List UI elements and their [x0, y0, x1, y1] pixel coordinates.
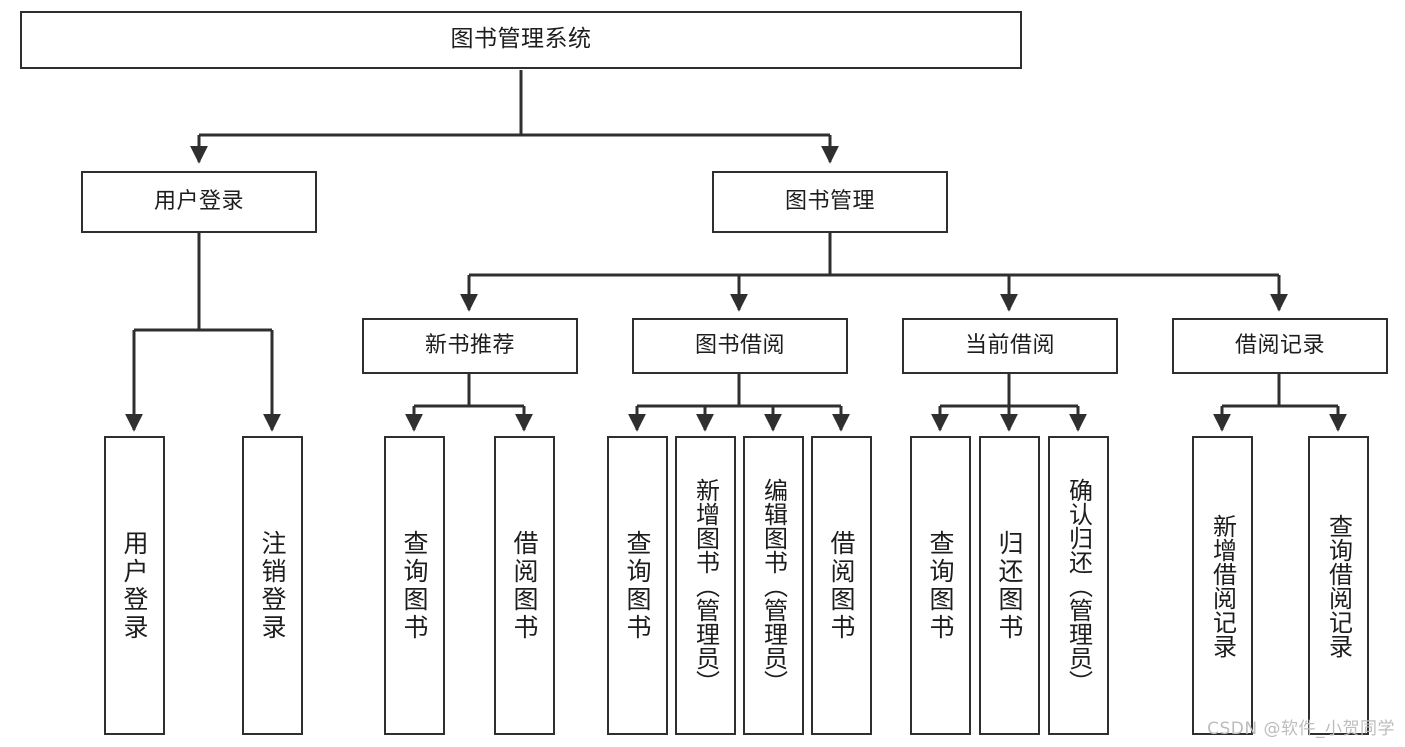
node-label: 图书借阅 — [694, 333, 785, 359]
leaf-confirm-return-admin[interactable]: 确认归还（管理员） — [1048, 436, 1109, 735]
leaf-query-book-borrow[interactable]: 查询图书 — [607, 436, 668, 735]
node-label: 查询图书 — [926, 529, 955, 642]
leaf-return-book[interactable]: 归还图书 — [979, 436, 1040, 735]
node-label: 用户登录 — [153, 189, 244, 215]
node-book-management[interactable]: 图书管理 — [712, 171, 948, 233]
leaf-query-book-recommend[interactable]: 查询图书 — [384, 436, 445, 735]
node-label: 图书管理 — [784, 189, 875, 215]
node-label: 图书管理系统 — [450, 26, 592, 53]
node-label: 新增图书（管理员） — [691, 477, 720, 694]
leaf-add-book-admin[interactable]: 新增图书（管理员） — [675, 436, 736, 735]
node-label: 新书推荐 — [424, 333, 515, 359]
node-label: 确认归还（管理员） — [1064, 477, 1093, 694]
node-user-login[interactable]: 用户登录 — [81, 171, 317, 233]
node-current-borrow[interactable]: 当前借阅 — [902, 318, 1118, 374]
node-new-book-recommend[interactable]: 新书推荐 — [362, 318, 578, 374]
node-label: 借阅图书 — [827, 529, 856, 642]
csdn-watermark: CSDN @软件_小贺同学 — [1207, 719, 1395, 739]
leaf-borrow-book[interactable]: 借阅图书 — [811, 436, 872, 735]
node-label: 新增借阅记录 — [1208, 513, 1237, 658]
leaf-query-book-current[interactable]: 查询图书 — [910, 436, 971, 735]
node-label: 归还图书 — [995, 529, 1024, 642]
node-label: 借阅记录 — [1234, 333, 1325, 359]
leaf-user-login[interactable]: 用户登录 — [104, 436, 165, 735]
node-label: 查询借阅记录 — [1324, 513, 1353, 658]
leaf-borrow-book-recommend[interactable]: 借阅图书 — [494, 436, 555, 735]
node-borrow-record[interactable]: 借阅记录 — [1172, 318, 1388, 374]
node-label: 当前借阅 — [964, 333, 1055, 359]
node-label: 借阅图书 — [510, 529, 539, 642]
node-book-borrow[interactable]: 图书借阅 — [632, 318, 848, 374]
node-label: 注销登录 — [258, 529, 287, 642]
leaf-query-borrow-record[interactable]: 查询借阅记录 — [1308, 436, 1369, 735]
node-label: 用户登录 — [120, 529, 149, 642]
leaf-add-borrow-record[interactable]: 新增借阅记录 — [1192, 436, 1253, 735]
leaf-logout[interactable]: 注销登录 — [242, 436, 303, 735]
node-label: 编辑图书（管理员） — [759, 477, 788, 694]
leaf-edit-book-admin[interactable]: 编辑图书（管理员） — [743, 436, 804, 735]
node-label: 查询图书 — [623, 529, 652, 642]
node-book-management-system[interactable]: 图书管理系统 — [20, 11, 1022, 69]
node-label: 查询图书 — [400, 529, 429, 642]
